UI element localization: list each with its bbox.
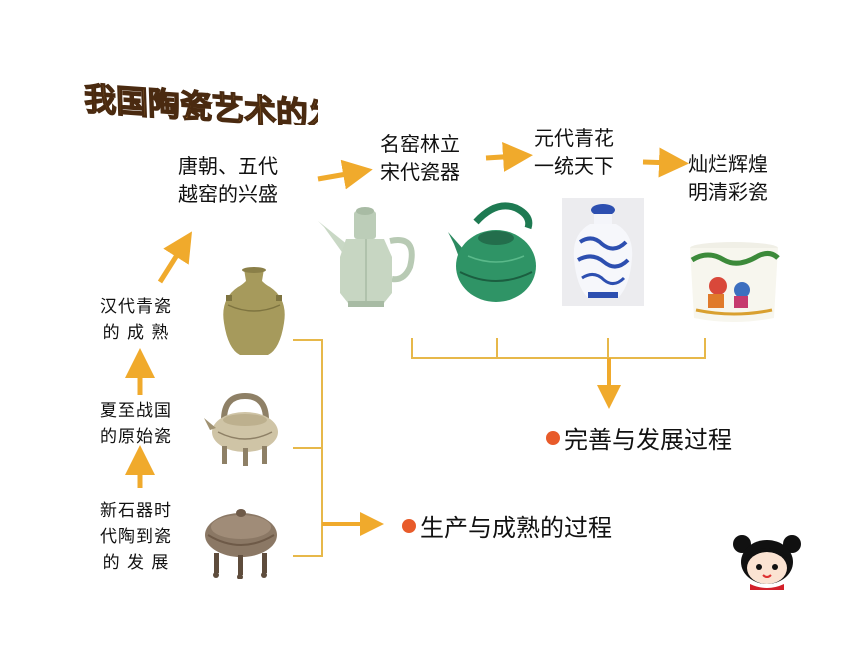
ewer-icon <box>318 207 415 307</box>
arrow-han-to-tang <box>157 231 193 284</box>
tripod-kettle-icon <box>204 392 278 466</box>
summary-perfection-text: 完善与发展过程 <box>564 426 732 454</box>
stage-label-yuan: 元代青花一统天下 <box>534 126 614 178</box>
stage-label-xia-zhanguo: 夏至战国的原始瓷 <box>100 401 172 447</box>
summary-production-text: 生产与成熟的过程 <box>420 514 612 542</box>
celadon-jar-icon <box>223 267 285 355</box>
pottery-ding-icon <box>205 509 277 579</box>
stage-label-ming-qing: 灿烂辉煌明清彩瓷 <box>688 152 768 204</box>
arrow-yuan-to-mingqing <box>642 147 689 178</box>
green-teapot-icon <box>448 202 536 302</box>
doll-mascot-icon <box>733 535 801 590</box>
stage-label-song: 名窑林立宋代瓷器 <box>380 132 460 184</box>
arrow-song-to-yuan <box>485 141 533 172</box>
arrow-tang-to-song <box>317 159 373 190</box>
summary-perfection: 完善与发展过程 <box>546 420 732 455</box>
bullet-dot <box>546 430 560 445</box>
stage-label-han: 汉代青瓷的 成 熟 <box>100 297 172 343</box>
page-title: 我国陶瓷艺术的发展 <box>83 79 318 125</box>
stage-label-neolithic: 新石器时代陶到瓷的 发 展 <box>100 501 172 573</box>
famille-rose-pot-icon <box>690 242 780 322</box>
stage-label-tang-wudai: 唐朝、五代越窑的兴盛 <box>178 154 278 206</box>
bracket-production <box>293 339 323 557</box>
bullet-dot <box>402 518 416 533</box>
blue-white-jar-icon <box>562 198 644 306</box>
summary-production: 生产与成熟的过程 <box>402 508 612 543</box>
